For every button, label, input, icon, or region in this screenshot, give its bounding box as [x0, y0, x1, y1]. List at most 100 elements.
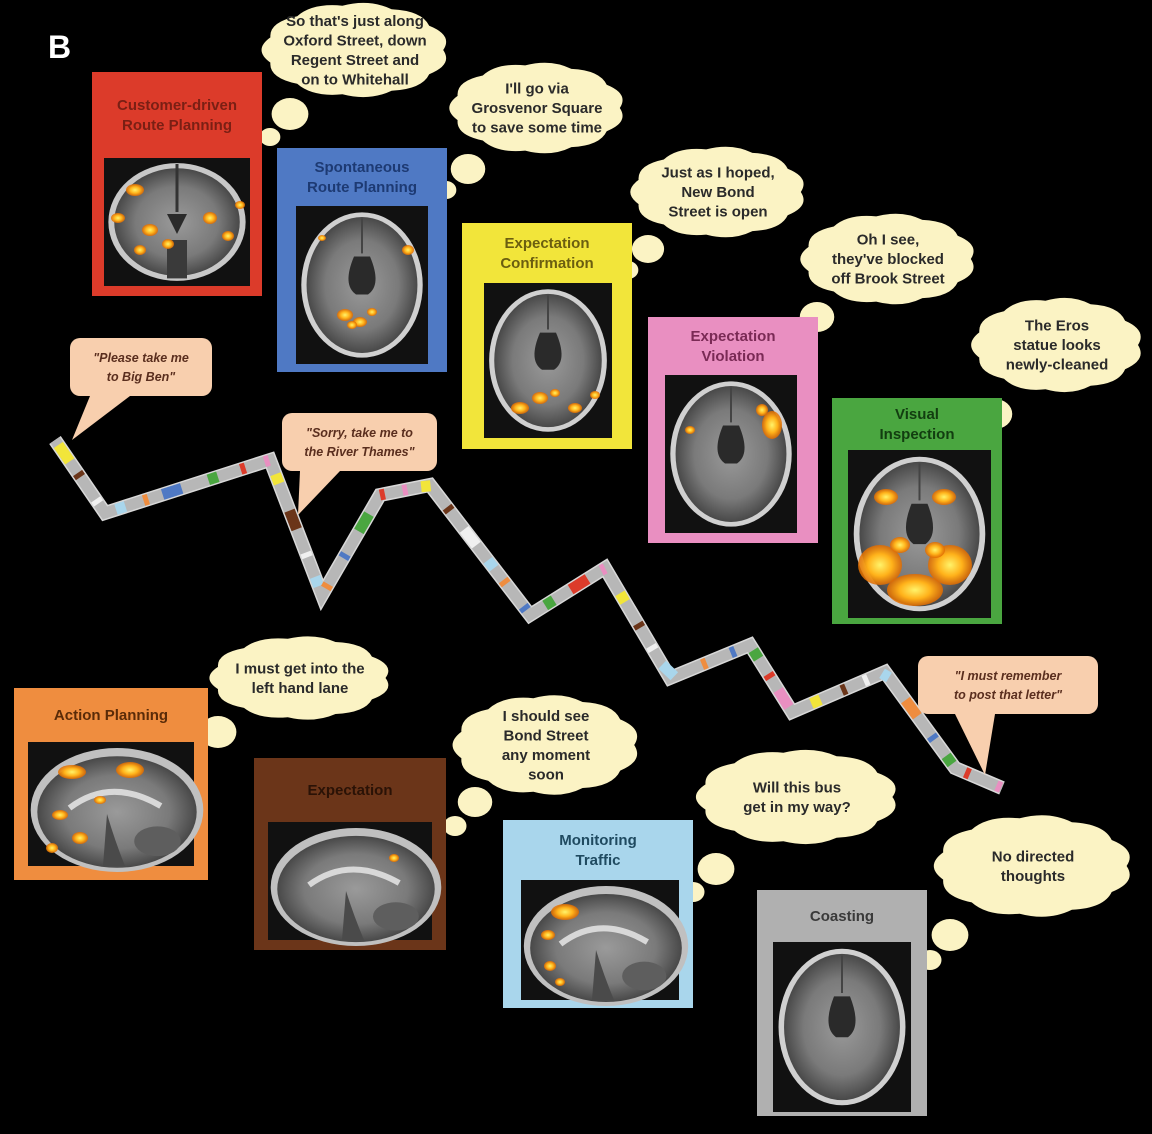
panel-coasting: Coasting: [757, 890, 927, 1116]
route-segment: [901, 696, 922, 720]
thought-dot: [697, 853, 735, 885]
thought-dot: [199, 716, 237, 748]
thought-line: any moment: [502, 747, 590, 764]
activation-blob: [762, 411, 782, 439]
route-segment: [459, 525, 481, 549]
thought-cloud: [800, 213, 974, 305]
route-segment: [962, 767, 972, 780]
route-path: [49, 436, 1005, 795]
thought-line: soon: [528, 766, 564, 783]
activation-blob: [116, 762, 144, 778]
activation-blob: [347, 321, 357, 329]
activation-blob: [685, 426, 695, 434]
route-segment: [926, 732, 939, 743]
figure-label: B: [48, 29, 71, 65]
thought-cloud: [971, 297, 1141, 393]
brain-ventricle: [348, 256, 376, 295]
panel-label: Route Planning: [122, 117, 232, 134]
route-segment: [699, 657, 709, 670]
route-segment: [262, 455, 271, 468]
panel-label: Monitoring: [559, 832, 636, 849]
speech-tail: [72, 396, 130, 440]
activation-blob: [890, 537, 910, 553]
route-segment: [321, 581, 334, 592]
thought-line: I'll go via: [505, 81, 569, 98]
speech-line: the River Thames": [304, 445, 415, 459]
thought-cloud: [695, 749, 896, 845]
thought-dot: [457, 787, 493, 817]
thought-dot: [271, 98, 309, 130]
thought-cloud: [630, 146, 804, 238]
activation-blob: [367, 308, 377, 316]
thought-line: newly-cleaned: [1006, 357, 1109, 374]
activation-blob: [544, 961, 556, 971]
panel-expectation: Expectation: [254, 758, 446, 950]
activation-blob: [318, 235, 326, 241]
panel-label: Confirmation: [500, 255, 593, 272]
activation-blob: [555, 978, 565, 986]
speech-box: [918, 656, 1098, 714]
speech-line: "I must remember: [955, 669, 1063, 683]
brain-cerebellum: [134, 826, 181, 857]
activation-blob: [402, 245, 414, 255]
thought-dot: [450, 154, 486, 184]
route-segment: [728, 645, 738, 659]
panel-label: Route Planning: [307, 179, 417, 196]
activation-blob: [142, 224, 158, 236]
route-segment: [542, 595, 557, 611]
brain-stem: [103, 814, 125, 866]
thought-line: to save some time: [472, 120, 602, 137]
route-segment: [633, 620, 646, 631]
route-segment: [809, 694, 823, 709]
activation-blob: [72, 832, 88, 844]
thought-line: Oh I see,: [857, 232, 920, 249]
speech-box: [70, 338, 212, 396]
route-segment: [839, 683, 849, 696]
activation-blob: [203, 212, 217, 224]
thought-line: I must get into the: [235, 660, 364, 677]
brain-corpus-callosum: [558, 925, 649, 947]
route-segment: [567, 574, 591, 595]
panel-label: Spontaneous: [314, 159, 409, 176]
route-segment: [442, 503, 455, 515]
speech-tail: [298, 471, 340, 515]
brain-cerebellum: [622, 961, 667, 991]
panel-label: Expectation: [307, 782, 392, 799]
route-segment: [420, 480, 432, 493]
route-segment: [354, 511, 374, 535]
activation-blob: [111, 213, 125, 223]
route-segment: [941, 752, 957, 768]
panel-label: Coasting: [810, 908, 874, 925]
thought-line: So that's just along: [286, 13, 424, 30]
route-segment: [615, 590, 630, 605]
brain-corpus-callosum: [307, 866, 401, 888]
route-segment: [483, 556, 499, 572]
activation-blob: [126, 184, 144, 196]
route-segment: [994, 780, 1004, 793]
thought-line: New Bond: [681, 184, 754, 201]
brain-ventricle: [828, 996, 856, 1038]
activation-blob: [46, 843, 58, 853]
brain-ventricle: [534, 332, 562, 370]
activation-blob: [858, 545, 902, 585]
route-segment: [598, 563, 608, 576]
thought-line: off Brook Street: [831, 271, 944, 288]
activation-blob: [590, 391, 600, 399]
route-segment: [206, 471, 220, 486]
thought-cloud: [261, 2, 447, 98]
route-segment: [53, 441, 75, 465]
panel-label: Action Planning: [54, 707, 168, 724]
route-segment: [879, 668, 892, 683]
activation-blob: [925, 542, 945, 558]
